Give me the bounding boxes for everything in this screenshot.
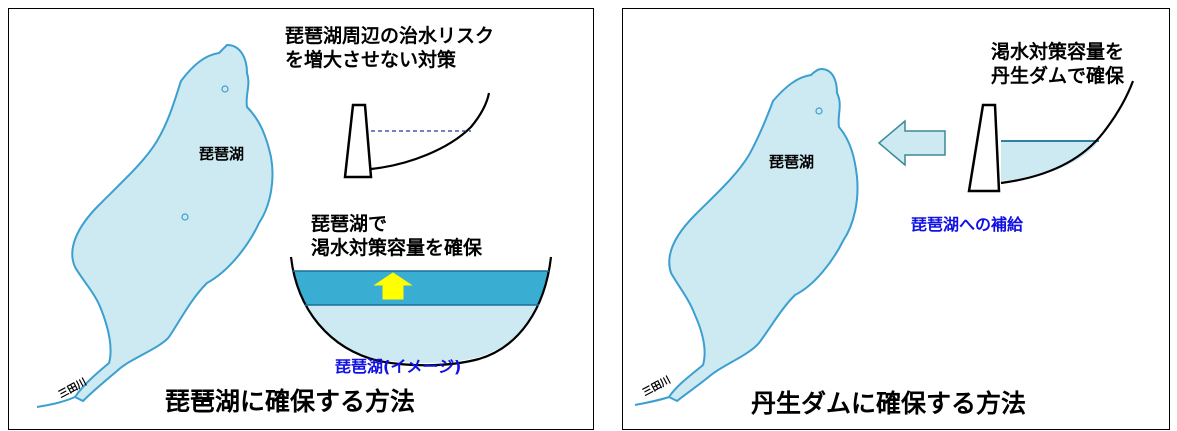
reservoir-water — [1001, 141, 1099, 181]
heading-line-1: 琵琶湖周辺の治水リスク — [285, 25, 495, 47]
inner-line-1: 琵琶湖で — [311, 213, 388, 235]
dam-body — [343, 103, 373, 179]
lake-label: 琵琶湖 — [769, 153, 815, 171]
reservoir-curve — [370, 92, 491, 171]
lake-section-water — [305, 305, 539, 363]
heading-line-2: を増大させない対策 — [285, 49, 457, 71]
left-panel: 琵琶湖 三田川 琵琶湖周辺の治水リスク を増大させない対策 琵琶湖で 渇水対策容… — [8, 8, 594, 430]
caption: 丹生ダムに確保する方法 — [751, 389, 1027, 418]
lake-label: 琵琶湖 — [199, 145, 245, 163]
heading-line-2: 丹生ダムで確保 — [991, 65, 1125, 87]
dam-body — [967, 103, 1001, 193]
left-arrow — [877, 119, 946, 167]
river-line — [634, 396, 670, 406]
left-diagram — [36, 43, 553, 408]
right-panel: 琵琶湖 三田川 渇水対策容量を 丹生ダムで確保 琵琶湖への補給 丹生ダムに確保す… — [622, 8, 1170, 430]
up-arrow — [373, 272, 413, 300]
heading-line-1: 渇水対策容量を — [991, 41, 1125, 63]
reservoir-curve — [1000, 80, 1135, 185]
right-diagram — [634, 67, 1135, 406]
image-label: 琵琶湖(イメージ) — [335, 357, 462, 376]
river-line — [36, 396, 76, 408]
lake-biwa-shape — [71, 43, 274, 403]
storage-band — [293, 271, 549, 305]
supply-label: 琵琶湖への補給 — [911, 215, 1024, 234]
caption: 琵琶湖に確保する方法 — [165, 387, 416, 416]
lake-section-outline — [289, 256, 553, 367]
inner-line-2: 渇水対策容量を確保 — [311, 237, 483, 259]
lake-biwa-shape — [667, 67, 859, 403]
